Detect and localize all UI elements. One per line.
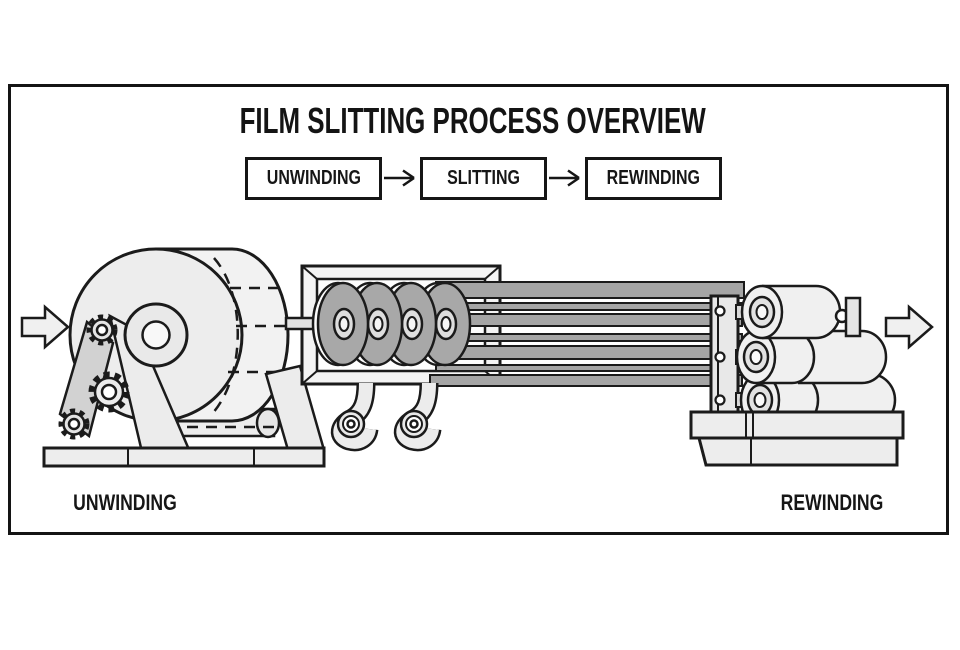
unwinding-station-illustration — [42, 247, 326, 468]
film-strip — [435, 313, 743, 327]
film-strip — [435, 333, 743, 342]
film-strip — [435, 302, 743, 311]
guide-roller — [255, 407, 281, 439]
unwind-base — [42, 446, 326, 468]
film-strip — [435, 364, 743, 372]
trim-pulley — [399, 409, 429, 439]
outlet-arrow-icon — [884, 304, 934, 350]
rewind-roll-row-middle — [735, 329, 888, 385]
flow-step-rewinding: REWINDING — [585, 157, 722, 200]
diagram-border — [8, 84, 949, 535]
slitter-blade — [311, 281, 370, 367]
slitter-blades — [311, 281, 472, 367]
film-strip — [435, 281, 745, 299]
rewind-post — [709, 294, 740, 416]
slitting-unit-illustration — [284, 264, 745, 452]
flow-step-label: REWINDING — [606, 167, 701, 189]
film-strip — [435, 345, 743, 360]
flow-step-unwinding: UNWINDING — [245, 157, 382, 200]
film-strips — [429, 281, 745, 387]
unwinding-station-label: UNWINDING — [73, 490, 177, 515]
drive-gear-top — [86, 314, 118, 346]
rewind-end-bracket — [844, 296, 862, 338]
drive-gear-bottom — [58, 408, 90, 440]
flow-step-label: UNWINDING — [266, 167, 361, 189]
trim-pulley — [336, 409, 366, 439]
inlet-arrow-icon — [20, 304, 70, 350]
post-bolt — [714, 305, 726, 317]
flow-step-label: SLITTING — [447, 167, 520, 189]
flow-step-slitting: SLITTING — [420, 157, 547, 200]
post-bolt — [714, 351, 726, 363]
rewind-roll-top — [740, 284, 862, 340]
drive-gear-middle — [88, 371, 130, 413]
film-strip — [429, 374, 743, 387]
post-bolt — [714, 394, 726, 406]
rewinding-station-label: REWINDING — [780, 490, 884, 515]
trim-ribbons — [330, 382, 442, 452]
diagram-title: FILM SLITTING PROCESS OVERVIEW — [239, 100, 706, 141]
rewinding-station-illustration — [689, 284, 905, 467]
roll-hub — [123, 302, 189, 368]
rewind-base — [689, 410, 905, 467]
flow-connector-arrow-icon — [384, 169, 580, 187]
